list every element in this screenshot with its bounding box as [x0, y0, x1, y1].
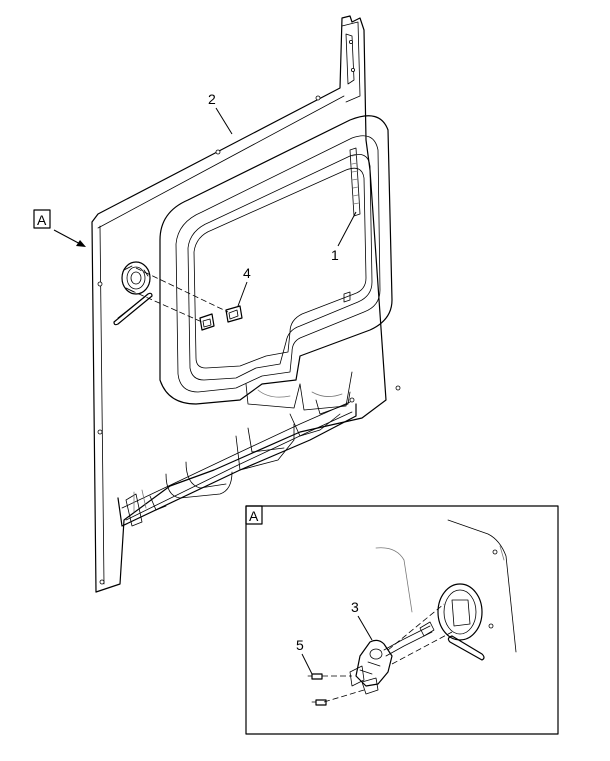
callout-1: 1	[331, 211, 357, 263]
callout-4-number: 4	[243, 265, 251, 281]
callout-2-number: 2	[208, 91, 216, 107]
callout-3: 3	[351, 599, 373, 641]
callout-5-number: 5	[296, 637, 304, 653]
callout-4: 4	[237, 265, 251, 307]
assembly-lines-main	[129, 267, 229, 323]
view-a-arrowhead	[76, 240, 86, 247]
window-frame-molding	[159, 115, 393, 411]
view-a-label: A	[33, 209, 86, 247]
lower-storage-pocket	[117, 391, 357, 527]
view-a-letter: A	[37, 212, 47, 228]
detail-a-letter: A	[249, 508, 259, 524]
screw-lower	[311, 699, 327, 706]
detail-view-a: A	[245, 505, 559, 735]
callout-1-number: 1	[331, 247, 339, 263]
handle-assembly	[349, 621, 435, 695]
screw-upper	[307, 673, 323, 680]
callout-5: 5	[296, 637, 313, 675]
callout-2: 2	[208, 91, 233, 135]
handle-slot-main	[113, 292, 153, 326]
callout-3-number: 3	[351, 599, 359, 615]
handle-slot-detail	[447, 635, 485, 661]
speaker-grille-main	[121, 261, 151, 295]
retainer-clips	[199, 305, 243, 331]
speaker-grille-detail	[437, 583, 483, 641]
